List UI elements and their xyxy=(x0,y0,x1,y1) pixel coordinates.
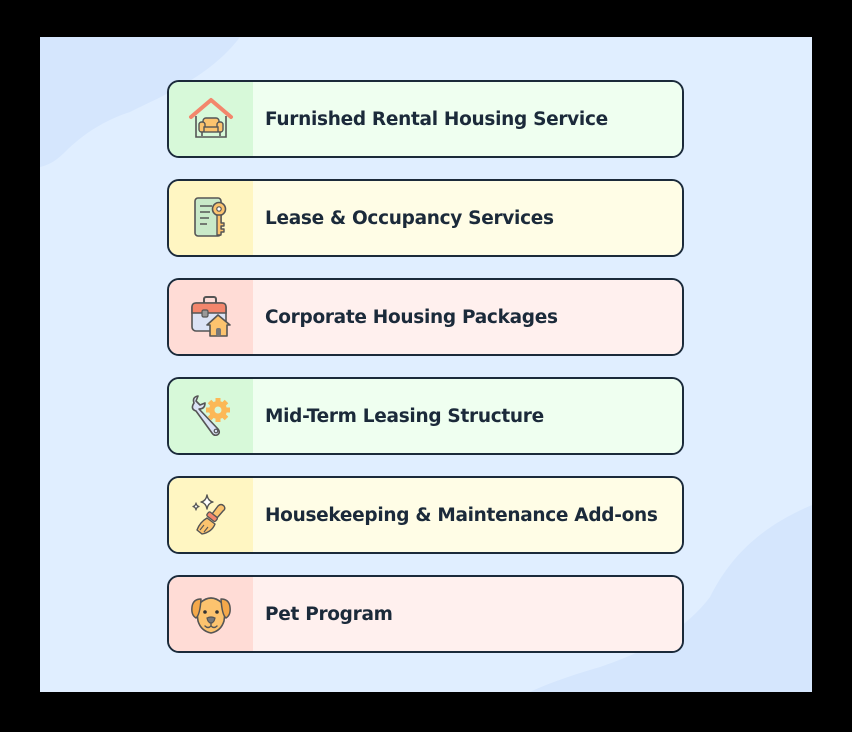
wrench-gear-icon xyxy=(191,395,230,437)
briefcase-house-icon xyxy=(191,296,231,337)
service-card-lease-occupancy[interactable]: Lease & Occupancy Services xyxy=(167,179,684,257)
icon-cell xyxy=(169,379,253,453)
service-card-housekeeping[interactable]: Housekeeping & Maintenance Add-ons xyxy=(167,476,684,554)
icon-cell xyxy=(169,181,253,255)
service-label: Mid-Term Leasing Structure xyxy=(253,379,682,453)
icon-cell xyxy=(169,577,253,651)
service-label: Furnished Rental Housing Service xyxy=(253,82,682,156)
service-label: Housekeeping & Maintenance Add-ons xyxy=(253,478,682,552)
services-panel: Furnished Rental Housing Service Lease &… xyxy=(40,37,812,692)
document-key-icon xyxy=(194,197,227,237)
service-card-corporate-housing[interactable]: Corporate Housing Packages xyxy=(167,278,684,356)
service-card-pet-program[interactable]: Pet Program xyxy=(167,575,684,653)
background-blobs xyxy=(40,37,812,692)
icon-cell xyxy=(169,478,253,552)
service-card-furnished-rental[interactable]: Furnished Rental Housing Service xyxy=(167,80,684,158)
service-card-mid-term-leasing[interactable]: Mid-Term Leasing Structure xyxy=(167,377,684,455)
broom-sparkle-icon xyxy=(192,494,226,535)
dog-face-icon xyxy=(191,597,231,634)
service-label: Pet Program xyxy=(253,577,682,651)
service-label: Lease & Occupancy Services xyxy=(253,181,682,255)
icon-cell xyxy=(169,82,253,156)
icon-cell xyxy=(169,280,253,354)
house-armchair-icon xyxy=(189,98,233,138)
service-label: Corporate Housing Packages xyxy=(253,280,682,354)
